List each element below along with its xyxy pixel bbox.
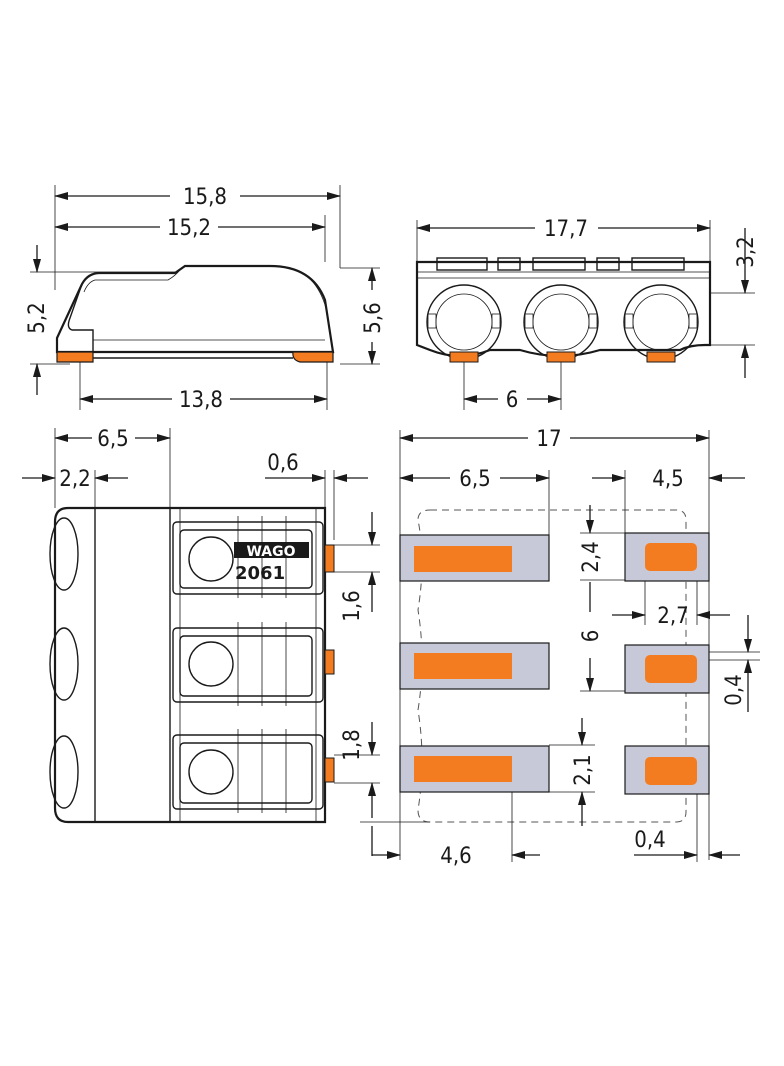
pad-right-3-contact xyxy=(645,757,697,785)
lever-1: WAGO 2061 xyxy=(172,516,324,598)
dim-left-pad-length: 6,5 xyxy=(459,467,490,492)
pcb-footprint: 17 6,5 4,5 2,4 6 2,7 0,4 2,1 4,6 xyxy=(360,427,760,869)
pad-left-2-contact xyxy=(414,653,512,679)
pad-right-2-contact xyxy=(645,655,697,683)
lever-3 xyxy=(172,729,324,813)
pad-right-2 xyxy=(624,644,710,694)
dim-gap-small: 0,4 xyxy=(722,674,747,705)
side-view: 15,8 15,2 13,8 5,2 5,6 xyxy=(25,185,386,413)
dim-row-height: 1,8 xyxy=(340,729,365,760)
lever-2 xyxy=(172,622,324,706)
dim-top-length: 6,5 xyxy=(97,427,128,452)
dim-front-width: 17,7 xyxy=(544,217,588,242)
pad-left-3-contact xyxy=(414,756,512,782)
wago-logo xyxy=(234,542,309,558)
dim-inset: 2,2 xyxy=(59,467,90,492)
dim-top-offset: 3,2 xyxy=(734,236,759,267)
dim-front-pitch: 6 xyxy=(506,388,519,413)
dim-top-length: 15,2 xyxy=(167,216,211,241)
front-view: 17,7 3,2 6 xyxy=(415,217,759,413)
dim-right-pad-height: 2,4 xyxy=(579,541,604,572)
pad-left-1-contact xyxy=(414,546,512,572)
top-view: WAGO 2061 6,5 2,2 xyxy=(22,427,380,824)
dim-right-pad-inner: 2,7 xyxy=(657,604,688,629)
part-number: 2061 xyxy=(235,563,285,584)
dim-bottom-length: 13,8 xyxy=(179,388,223,413)
pad-right-1-contact xyxy=(645,543,697,571)
dim-height-right: 5,6 xyxy=(361,302,386,333)
dim-left-pad-height: 2,1 xyxy=(571,754,596,785)
dim-footprint-pitch: 6 xyxy=(579,630,604,643)
dim-tab-height: 1,6 xyxy=(340,590,365,621)
dim-edge-offset: 0,4 xyxy=(634,828,665,853)
dim-footprint-width: 17 xyxy=(536,427,561,452)
dim-right-pad-length: 4,5 xyxy=(652,467,683,492)
dim-left-pad-inner: 4,6 xyxy=(440,844,471,869)
dim-height-left: 5,2 xyxy=(25,302,50,333)
dim-overall-length: 15,8 xyxy=(183,185,227,210)
dim-tab-width: 0,6 xyxy=(267,451,298,476)
brand-logo-text: WAGO xyxy=(246,544,295,560)
